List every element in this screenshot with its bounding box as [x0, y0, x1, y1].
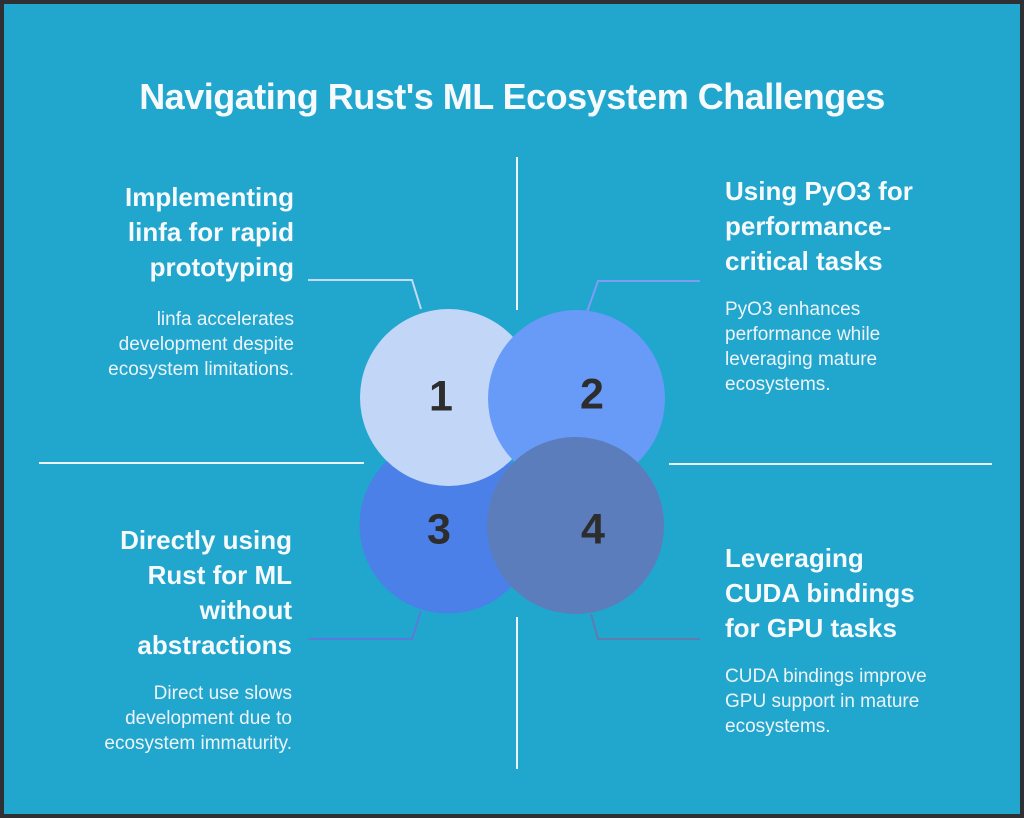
heading-line: performance-: [725, 211, 892, 241]
circle-3-number: 3: [427, 505, 451, 554]
venn-circle-4: [487, 437, 664, 614]
heading-line: Using PyO3 for: [725, 176, 913, 206]
section-body: Direct use slows development due to ecos…: [32, 681, 292, 756]
section-heading: Implementing linfa for rapid prototyping: [32, 180, 294, 285]
heading-line: for GPU tasks: [725, 613, 897, 643]
connector-line-4: [590, 613, 700, 640]
body-line: Direct use slows: [153, 683, 292, 704]
venn-diagram: [308, 279, 700, 640]
heading-line: prototyping: [149, 252, 294, 282]
divider-right-horizontal: [669, 463, 992, 465]
connector-line-3: [308, 610, 422, 640]
heading-line: CUDA bindings: [725, 578, 915, 608]
section-body: linfa accelerates development despite ec…: [32, 307, 294, 382]
body-line: GPU support in mature: [725, 691, 920, 712]
heading-line: linfa for rapid: [127, 217, 294, 247]
divider-left-horizontal: [39, 462, 364, 464]
body-line: ecosystem limitations.: [108, 359, 294, 380]
heading-line: critical tasks: [725, 246, 883, 276]
heading-line: Directly using: [120, 525, 292, 555]
venn-circle-3: [359, 436, 537, 614]
section-heading: Using PyO3 for performance- critical tas…: [725, 174, 1000, 279]
circle-1-number: 1: [429, 372, 453, 421]
venn-circle-2: [488, 310, 665, 487]
section-top-left: Implementing linfa for rapid prototyping…: [32, 180, 294, 382]
divider-top-vertical: [516, 157, 518, 310]
heading-line: Rust for ML: [147, 560, 292, 590]
venn-circle-1: [360, 309, 537, 486]
divider-bottom-vertical: [516, 617, 518, 769]
body-line: ecosystems.: [725, 374, 831, 395]
body-line: ecosystem immaturity.: [104, 733, 292, 754]
section-heading: Directly using Rust for ML without abstr…: [32, 523, 292, 663]
body-line: ecosystems.: [725, 716, 831, 737]
heading-line: without: [199, 595, 292, 625]
section-body: CUDA bindings improve GPU support in mat…: [725, 664, 1000, 739]
section-top-right: Using PyO3 for performance- critical tas…: [725, 174, 1000, 397]
body-line: linfa accelerates: [156, 309, 294, 330]
section-heading: Leveraging CUDA bindings for GPU tasks: [725, 541, 1000, 646]
heading-line: Leveraging: [725, 543, 864, 573]
section-body: PyO3 enhances performance while leveragi…: [725, 297, 1000, 397]
body-line: development due to: [125, 708, 292, 729]
page-title: Navigating Rust's ML Ecosystem Challenge…: [139, 76, 885, 117]
body-line: development despite: [118, 334, 294, 355]
body-line: PyO3 enhances: [725, 299, 861, 320]
connector-line-2: [586, 280, 700, 313]
section-bottom-right: Leveraging CUDA bindings for GPU tasks C…: [725, 541, 1000, 739]
circle-4-number: 4: [581, 505, 605, 554]
connector-line-1: [308, 279, 422, 310]
body-line: CUDA bindings improve: [725, 666, 927, 687]
circle-2-number: 2: [580, 370, 604, 419]
body-line: leveraging mature: [725, 349, 878, 370]
heading-line: Implementing: [124, 182, 294, 212]
heading-line: abstractions: [137, 630, 292, 660]
section-bottom-left: Directly using Rust for ML without abstr…: [32, 523, 292, 756]
body-line: performance while: [725, 324, 881, 345]
